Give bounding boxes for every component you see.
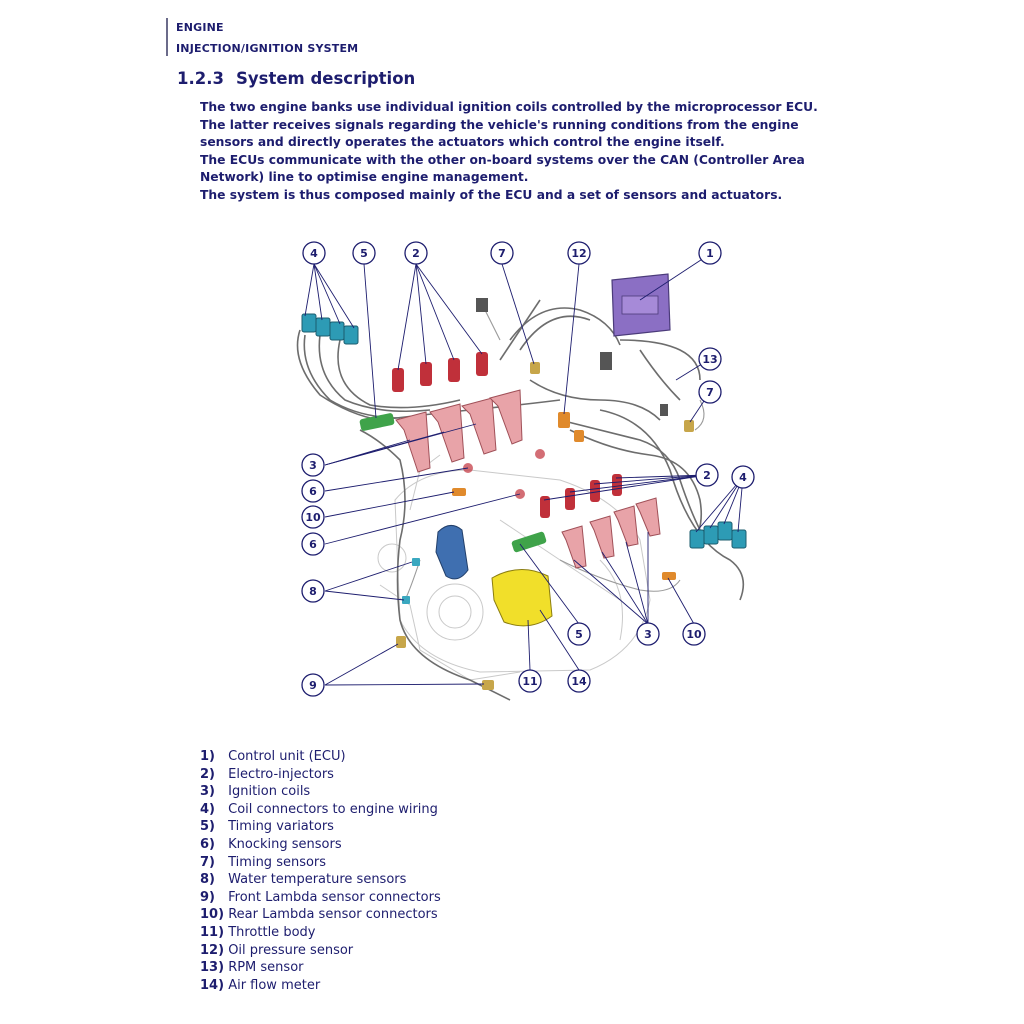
section-heading: 1.2.3 System description bbox=[177, 69, 415, 88]
sensors bbox=[396, 298, 694, 690]
timing-variators bbox=[359, 413, 547, 553]
injectors-top bbox=[392, 352, 488, 392]
svg-text:3: 3 bbox=[644, 628, 652, 641]
callout-9: 9 bbox=[301, 673, 325, 697]
legend-item: 4) Coil connectors to engine wiring bbox=[200, 801, 438, 817]
legend-item: 11) Throttle body bbox=[200, 924, 316, 940]
injectors-mid bbox=[540, 474, 622, 518]
svg-text:4: 4 bbox=[310, 247, 318, 260]
section-number: 1.2.3 bbox=[177, 69, 224, 88]
legend-item: 7) Timing sensors bbox=[200, 854, 327, 870]
callout-12: 12 bbox=[567, 241, 591, 265]
ignition-coils-left bbox=[395, 389, 523, 473]
throttle-body bbox=[435, 525, 469, 580]
svg-text:10: 10 bbox=[305, 511, 321, 524]
engine-block bbox=[377, 454, 651, 681]
svg-text:6: 6 bbox=[309, 538, 317, 551]
intro-paragraph: The two engine banks use individual igni… bbox=[200, 100, 818, 150]
svg-text:13: 13 bbox=[702, 353, 717, 366]
callout-7-right: 7 bbox=[698, 380, 722, 404]
engine-diagram: 4 5 2 7 12 1 13 7 2 4 3 6 10 6 8 9 11 14… bbox=[296, 241, 755, 701]
air-flow-meter bbox=[491, 569, 553, 627]
legend-item: 6) Knocking sensors bbox=[200, 836, 342, 852]
callout-13: 13 bbox=[698, 347, 722, 371]
callout-10-left: 10 bbox=[301, 505, 325, 529]
coil-connectors-left bbox=[301, 313, 359, 345]
svg-text:3: 3 bbox=[309, 459, 317, 472]
ignition-coils-right bbox=[561, 497, 661, 569]
callout-1: 1 bbox=[698, 241, 722, 265]
leader-lines bbox=[304, 253, 744, 686]
legend-item: 5) Timing variators bbox=[200, 819, 334, 835]
legend-item: 3) Ignition coils bbox=[200, 784, 311, 800]
callout-6-lower: 6 bbox=[301, 532, 325, 556]
header-chapter: ENGINE bbox=[176, 21, 224, 34]
legend-item: 2) Electro-injectors bbox=[200, 766, 334, 782]
svg-text:1: 1 bbox=[706, 247, 714, 260]
svg-text:10: 10 bbox=[686, 628, 702, 641]
callout-3-left: 3 bbox=[301, 453, 325, 477]
legend-item: 8) Water temperature sensors bbox=[200, 872, 407, 888]
callout-3-bottom: 3 bbox=[636, 622, 660, 646]
callout-11: 11 bbox=[518, 669, 542, 693]
svg-text:14: 14 bbox=[571, 675, 587, 688]
wiring-harness bbox=[296, 299, 745, 701]
callout-4-right: 4 bbox=[731, 465, 755, 489]
callout-5-top: 5 bbox=[352, 241, 376, 265]
callout-8: 8 bbox=[301, 579, 325, 603]
legend-item: 14) Air flow meter bbox=[200, 977, 321, 993]
header-rule bbox=[166, 18, 168, 56]
svg-text:8: 8 bbox=[309, 585, 317, 598]
svg-text:7: 7 bbox=[706, 386, 714, 399]
intro-text: The two engine banks use individual igni… bbox=[200, 99, 840, 205]
legend-item: 10) Rear Lambda sensor connectors bbox=[200, 907, 438, 923]
callout-14: 14 bbox=[567, 669, 591, 693]
callout-5-bottom: 5 bbox=[567, 622, 591, 646]
legend-item: 13) RPM sensor bbox=[200, 960, 304, 976]
callout-2-top: 2 bbox=[404, 241, 428, 265]
intro-paragraph: The ECUs communicate with the other on-b… bbox=[200, 152, 805, 185]
legend-item: 9) Front Lambda sensor connectors bbox=[200, 889, 441, 905]
svg-text:7: 7 bbox=[498, 247, 506, 260]
svg-text:4: 4 bbox=[739, 471, 747, 484]
svg-text:5: 5 bbox=[575, 628, 583, 641]
svg-text:11: 11 bbox=[522, 675, 537, 688]
intro-paragraph: The system is thus composed mainly of th… bbox=[200, 187, 783, 202]
legend-item: 1) Control unit (ECU) bbox=[200, 749, 346, 764]
callout-10-bottom: 10 bbox=[682, 622, 706, 646]
header-subchapter: INJECTION/IGNITION SYSTEM bbox=[176, 42, 359, 55]
ecu-unit bbox=[611, 273, 671, 337]
svg-text:6: 6 bbox=[309, 485, 317, 498]
callout-2-right: 2 bbox=[695, 463, 719, 487]
svg-text:2: 2 bbox=[703, 469, 711, 482]
callout-4-left: 4 bbox=[302, 241, 326, 265]
legend-item: 12) Oil pressure sensor bbox=[200, 942, 354, 958]
svg-text:9: 9 bbox=[309, 679, 317, 692]
svg-text:5: 5 bbox=[360, 247, 368, 260]
callout-7-top: 7 bbox=[490, 241, 514, 265]
section-title: System description bbox=[235, 69, 416, 88]
svg-text:12: 12 bbox=[571, 247, 586, 260]
svg-text:2: 2 bbox=[412, 247, 420, 260]
component-legend: 1) Control unit (ECU) 2) Electro-injecto… bbox=[200, 748, 441, 994]
callout-6-upper: 6 bbox=[301, 479, 325, 503]
